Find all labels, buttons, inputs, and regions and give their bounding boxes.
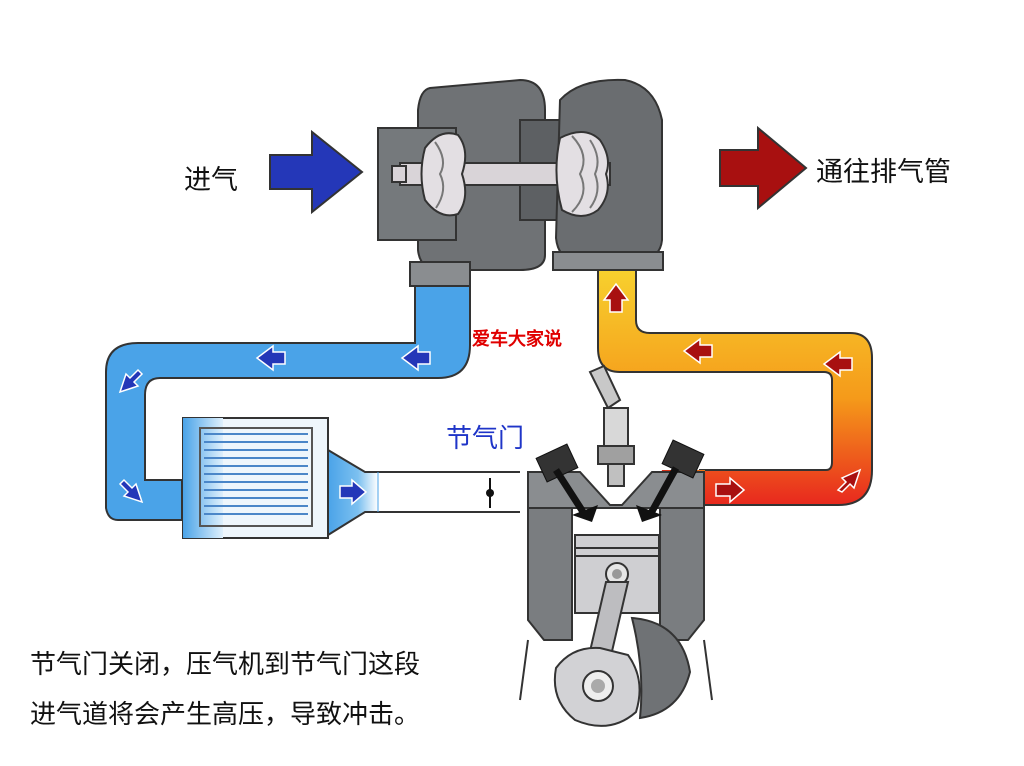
- watermark-text: 爱车大家说: [472, 329, 562, 350]
- flow-arrow-icon: [339, 478, 368, 506]
- flow-arrow-icon: [255, 344, 286, 372]
- exhaust-label: 通往排气管: [816, 157, 951, 188]
- flow-arrow-icon: [602, 282, 630, 313]
- intake-arrow-icon: [269, 129, 364, 215]
- cold-flow-arrows: [118, 344, 431, 506]
- exhaust-valve: [636, 439, 705, 522]
- throttle-valve: [486, 478, 494, 508]
- turbine-wheel: [555, 131, 609, 217]
- caption-line-1: 节气门关闭，压气机到节气门这段: [30, 650, 421, 680]
- intake-valve: [535, 443, 598, 522]
- engine-cylinder: [519, 364, 713, 727]
- compressor-wheel: [420, 132, 467, 217]
- flow-arrow-icon: [682, 337, 713, 365]
- turbocharger: [377, 78, 664, 287]
- intake-label: 进气: [184, 165, 238, 196]
- caption-line-2: 进气道将会产生高压，导致冲击。: [30, 700, 421, 730]
- throttle-label: 节气门: [446, 424, 525, 454]
- flow-arrow-icon: [822, 350, 853, 378]
- exhaust-arrow-icon: [719, 125, 808, 211]
- intercooler: [182, 417, 329, 539]
- caption: 节气门关闭，压气机到节气门这段 进气道将会产生高压，导致冲击。: [30, 640, 420, 740]
- flow-arrow-icon: [118, 478, 144, 504]
- hot-exhaust-pipe: [597, 267, 873, 506]
- flow-arrow-icon: [118, 368, 144, 394]
- flow-arrow-icon: [715, 476, 746, 504]
- flow-arrow-icon: [400, 344, 431, 372]
- flow-arrow-icon: [836, 468, 862, 493]
- crank-counterweight: [630, 616, 692, 720]
- hot-flow-arrows: [602, 282, 862, 504]
- spark-plug: [588, 364, 635, 487]
